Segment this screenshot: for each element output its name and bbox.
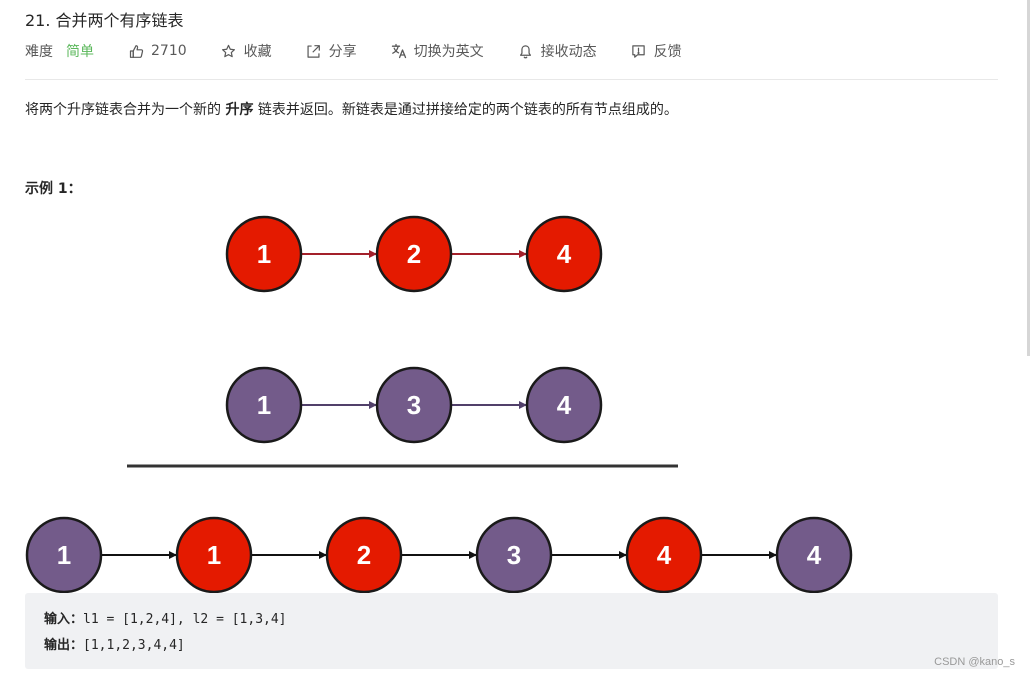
notify-label: 接收动态	[540, 44, 597, 60]
favorite-label: 收藏	[243, 44, 272, 60]
header-divider	[25, 79, 998, 80]
translate-icon	[391, 43, 407, 59]
merged-node-value: 4	[657, 540, 672, 570]
list1-node: 1	[225, 215, 303, 293]
share-icon	[306, 43, 322, 59]
merged-node: 1	[25, 516, 103, 594]
feedback-button[interactable]: 反馈	[631, 41, 682, 61]
list1-node-circle	[225, 215, 303, 293]
list1-node: 4	[525, 215, 603, 293]
description-text-tail: 链表并返回。新链表是通过拼接给定的两个链表的所有节点组成的。	[253, 102, 678, 118]
problem-description: 将两个升序链表合并为一个新的 升序 链表并返回。新链表是通过拼接给定的两个链表的…	[25, 99, 678, 119]
merged-node-circle	[25, 516, 103, 594]
list1-node-value: 1	[257, 239, 271, 269]
list2-node-circle	[225, 366, 303, 444]
feedback-label: 反馈	[653, 44, 682, 60]
like-button[interactable]: 2710	[128, 43, 187, 59]
notify-button[interactable]: 接收动态	[518, 41, 597, 61]
thumbs-up-icon	[128, 43, 144, 59]
output-value: [1,1,2,3,4,4]	[83, 638, 185, 653]
favorite-button[interactable]: 收藏	[221, 41, 272, 61]
merged-node: 1	[175, 516, 253, 594]
share-label: 分享	[328, 44, 357, 60]
description-text: 将两个升序链表合并为一个新的	[25, 102, 226, 118]
difficulty-label: 难度	[25, 44, 53, 60]
like-count: 2710	[151, 43, 187, 59]
list1-node-circle	[375, 215, 453, 293]
merged-node-value: 3	[507, 540, 521, 570]
merged-node-value: 4	[807, 540, 822, 570]
merged-node: 4	[625, 516, 703, 594]
list2-node-value: 1	[257, 390, 271, 420]
merged-node-value: 1	[57, 540, 71, 570]
example-input-line: 输入：l1 = [1,2,4], l2 = [1,3,4]	[44, 608, 287, 627]
example-code-block: 输入：l1 = [1,2,4], l2 = [1,3,4] 输出：[1,1,2,…	[25, 593, 998, 669]
list1-node: 2	[375, 215, 453, 293]
input-label: 输入：	[44, 612, 84, 627]
share-button[interactable]: 分享	[306, 41, 357, 61]
bell-icon	[518, 43, 534, 59]
output-label: 输出：	[44, 638, 84, 653]
list1-node-value: 4	[557, 239, 572, 269]
feedback-icon	[631, 43, 647, 59]
merged-node: 4	[775, 516, 853, 594]
description-emphasis: 升序	[225, 102, 254, 118]
difficulty-badge: 简单	[66, 44, 94, 60]
merged-node-circle	[175, 516, 253, 594]
list2-node: 3	[375, 366, 453, 444]
list2-node-circle	[525, 366, 603, 444]
problem-meta-bar: 难度 简单 2710 收藏	[25, 41, 682, 61]
watermark: CSDN @kano_s	[934, 656, 1015, 668]
example-output-line: 输出：[1,1,2,3,4,4]	[44, 634, 185, 653]
list2-node: 1	[225, 366, 303, 444]
merged-node-circle	[775, 516, 853, 594]
merged-node-circle	[475, 516, 553, 594]
merged-node-value: 2	[357, 540, 371, 570]
example-title: 示例 1：	[25, 181, 82, 197]
problem-title: 21. 合并两个有序链表	[25, 11, 184, 30]
input-value: l1 = [1,2,4], l2 = [1,3,4]	[83, 612, 287, 627]
merged-node: 2	[325, 516, 403, 594]
list2-node-circle	[375, 366, 453, 444]
scrollbar[interactable]	[1027, 0, 1030, 356]
list1-node-circle	[525, 215, 603, 293]
merged-node-circle	[625, 516, 703, 594]
star-icon	[221, 43, 237, 59]
list2-node: 4	[525, 366, 603, 444]
translate-label: 切换为英文	[413, 44, 484, 60]
translate-button[interactable]: 切换为英文	[391, 41, 484, 61]
list1-node-value: 2	[407, 239, 421, 269]
merged-node: 3	[475, 516, 553, 594]
merged-node-circle	[325, 516, 403, 594]
merged-node-value: 1	[207, 540, 221, 570]
list2-node-value: 3	[407, 390, 421, 420]
list2-node-value: 4	[557, 390, 572, 420]
